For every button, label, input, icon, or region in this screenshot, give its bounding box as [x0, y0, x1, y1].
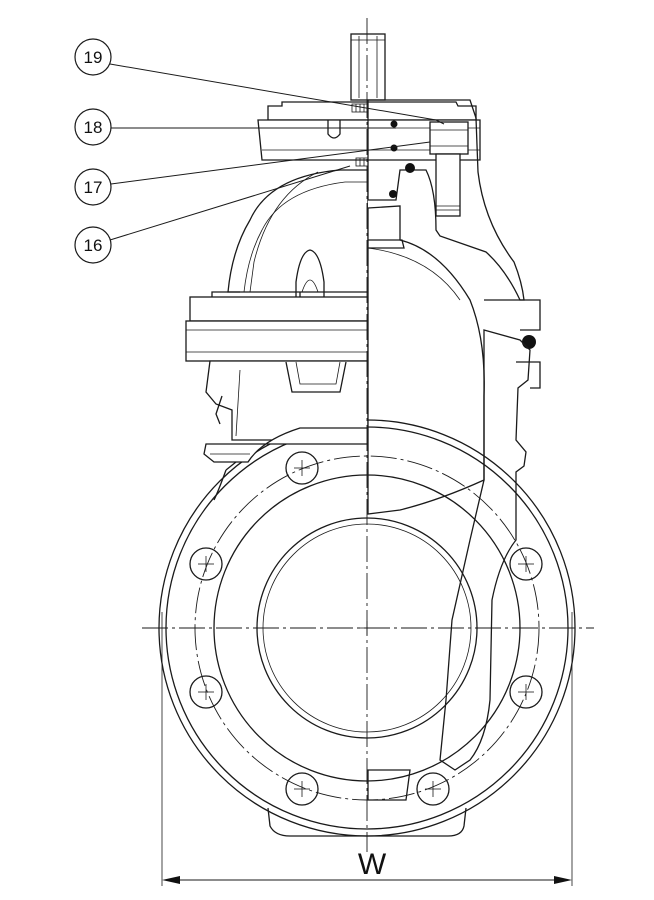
bolt-hole	[285, 451, 319, 485]
callout-19: 19	[74, 38, 445, 125]
valve-body-exterior	[185, 169, 368, 501]
bolt-holes	[189, 451, 543, 806]
bolt-hole	[285, 772, 319, 806]
stem	[350, 33, 386, 101]
callout-label: 17	[84, 178, 103, 197]
valve-foot	[267, 807, 467, 837]
callout-16: 16	[74, 165, 351, 264]
dimension-label: W	[358, 848, 387, 881]
bolt-hole	[509, 547, 543, 581]
bolt-hole	[189, 547, 223, 581]
callout-label: 18	[84, 118, 103, 137]
bolt-hole	[189, 675, 223, 709]
callout-17: 17	[74, 141, 431, 206]
callout-18: 18	[74, 108, 396, 146]
width-dimension: W	[161, 612, 573, 886]
callout-label: 16	[84, 236, 103, 255]
callout-label: 19	[84, 48, 103, 67]
bonnet-cover	[257, 101, 481, 167]
center-lines	[142, 18, 594, 852]
bolt-hole	[509, 675, 543, 709]
bolt-hole	[416, 772, 450, 806]
valve-body-section	[367, 99, 541, 801]
